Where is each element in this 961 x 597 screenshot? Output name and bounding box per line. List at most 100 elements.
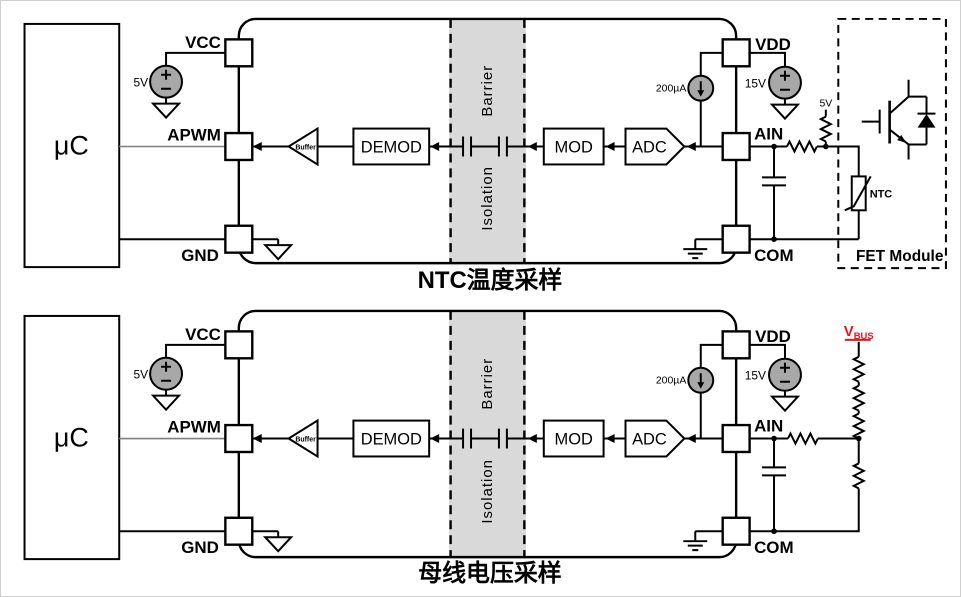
ground-icon (771, 389, 799, 412)
isolation-band (449, 18, 526, 264)
supply-5v-label: 5V (134, 76, 149, 90)
barrier-label: Barrier (479, 65, 496, 117)
vbus-sampling-circuit: Barrier Isolation μC (23, 309, 874, 587)
fet-module-label: FET Module (856, 248, 944, 265)
mod-block (542, 419, 605, 458)
adc-label: ADC (632, 138, 667, 156)
pin-gnd (224, 224, 254, 254)
arrow-into-mod (605, 434, 615, 444)
adc-block (624, 419, 686, 458)
mcu-box (23, 22, 121, 269)
bias-current-label: 200µA (656, 376, 686, 387)
pin-label-vdd: VDD (755, 327, 791, 346)
mod-label: MOD (555, 431, 593, 449)
supply-15v-label: 15V (745, 77, 766, 91)
divider-resistor-3 (852, 412, 865, 440)
arrow-into-demod (430, 142, 440, 151)
pin-vcc (224, 38, 254, 68)
voltage-source-5v-icon (149, 356, 184, 391)
pin-label-vcc: VCC (185, 33, 221, 52)
pin-vdd (721, 330, 751, 360)
arrow-from-mod (527, 434, 537, 444)
junction-dot (855, 435, 862, 442)
ground-icon (264, 238, 293, 261)
mod-block (542, 127, 605, 166)
earth-ground-icon (682, 530, 709, 552)
divider-resistor-4 (852, 462, 865, 490)
series-resistor (785, 140, 818, 153)
junction-dot (771, 528, 777, 535)
pin-label-apwm: APWM (167, 126, 221, 145)
igbt-icon (861, 79, 936, 160)
freewheel-diode-icon (917, 96, 936, 145)
arrow-into-apwm (252, 434, 262, 444)
voltage-source-15v-icon (768, 357, 802, 392)
pin-label-ain: AIN (754, 125, 783, 144)
arrow-into-adc (686, 434, 696, 444)
pullup-rail-label: 5V (819, 99, 832, 110)
pin-vcc (224, 330, 254, 360)
pullup-resistor (819, 115, 832, 143)
pin-com (721, 516, 751, 546)
series-resistor (786, 432, 819, 445)
filter-capacitor (761, 176, 787, 187)
ground-icon (152, 388, 181, 411)
mcu-box (23, 314, 121, 561)
pin-apwm (224, 423, 254, 454)
filter-capacitor (761, 466, 787, 477)
current-source-200ua-icon (687, 366, 715, 394)
demod-label: DEMOD (361, 138, 422, 156)
supply-15v-label: 15V (745, 369, 766, 383)
pin-label-vcc: VCC (185, 325, 221, 344)
mod-label: MOD (555, 138, 593, 156)
arrow-into-mod (605, 142, 615, 151)
voltage-source-5v-icon (149, 64, 184, 99)
pin-label-com: COM (754, 538, 794, 557)
junction-dot (771, 143, 777, 150)
arrow-from-mod (527, 142, 537, 151)
adc-block (624, 127, 686, 166)
ground-icon (771, 97, 799, 120)
ground-icon (264, 530, 293, 553)
wires (119, 51, 860, 241)
buffer-triangle (286, 418, 319, 459)
caption-top: NTC温度采样 (418, 266, 563, 294)
pin-ain (721, 131, 751, 162)
vbus-label: VBUS (844, 323, 874, 342)
pin-label-com: COM (754, 246, 794, 265)
mcu-label: μC (54, 423, 89, 453)
barrier-label: Barrier (479, 358, 496, 410)
isolation-label: Isolation (479, 166, 496, 231)
adc-label: ADC (632, 431, 667, 449)
current-source-200ua-icon (687, 74, 715, 102)
pin-label-gnd: GND (181, 246, 219, 265)
demod-block (352, 419, 431, 458)
buffer-triangle (286, 126, 319, 167)
ground-icon (152, 96, 181, 119)
pin-vdd (721, 38, 751, 68)
ntc-sampling-circuit: Barrier Isolation μC (23, 17, 947, 294)
pin-com (721, 224, 751, 254)
isolation-label: Isolation (479, 459, 496, 524)
pin-gnd (224, 516, 254, 546)
divider-resistor-2 (852, 384, 865, 412)
arrow-into-adc (686, 142, 696, 151)
fet-module-box (837, 17, 947, 270)
pin-ain (721, 423, 751, 454)
voltage-source-15v-icon (768, 65, 802, 100)
junction-dot (771, 236, 777, 242)
divider-resistor-1 (852, 355, 865, 383)
pin-label-gnd: GND (181, 538, 219, 557)
demod-block (352, 127, 431, 166)
pin-label-apwm: APWM (167, 418, 221, 437)
pin-label-vdd: VDD (755, 35, 791, 54)
mcu-label: μC (54, 130, 89, 160)
earth-ground-icon (682, 238, 709, 260)
pin-label-ain: AIN (754, 417, 783, 436)
junction-dot (823, 143, 829, 150)
pin-apwm (224, 131, 254, 162)
buffer-label: Buffer (295, 437, 316, 444)
supply-5v-label: 5V (134, 368, 149, 382)
